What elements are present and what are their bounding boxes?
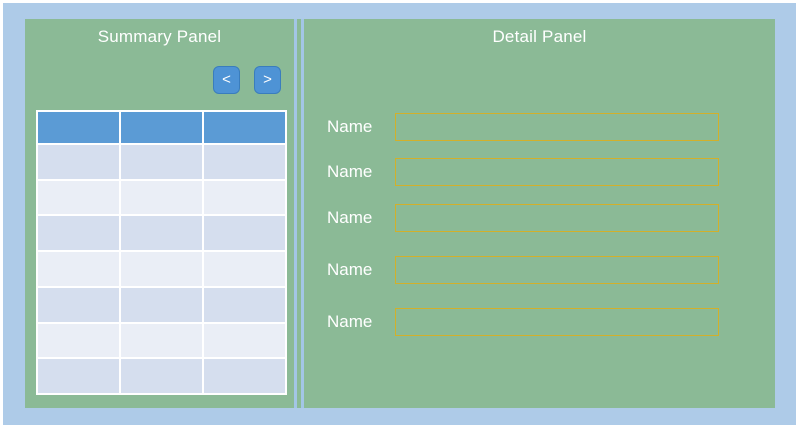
next-page-button[interactable]: > (254, 66, 281, 94)
panel-splitter[interactable] (294, 19, 304, 408)
summary-table-cell[interactable] (121, 252, 202, 286)
detail-field-row: Name (327, 307, 719, 336)
summary-table-cell[interactable] (38, 287, 119, 322)
field-label: Name (327, 259, 373, 279)
prev-page-button[interactable]: < (213, 66, 240, 94)
summary-table (36, 110, 287, 395)
detail-field-row: Name (327, 203, 719, 232)
summary-table-header-cell (121, 112, 202, 143)
detail-field-row: Name (327, 255, 719, 284)
summary-table-cell[interactable] (38, 252, 119, 286)
name-input[interactable] (395, 307, 719, 336)
summary-table-cell[interactable] (204, 323, 285, 358)
summary-table-cell[interactable] (121, 180, 202, 215)
field-label: Name (327, 311, 373, 331)
summary-panel: Summary Panel < > (25, 19, 294, 408)
summary-table-cell[interactable] (38, 323, 119, 358)
field-label: Name (327, 207, 373, 227)
summary-table-cell[interactable] (204, 145, 285, 179)
summary-table-cell[interactable] (38, 145, 119, 179)
detail-panel-title: Detail Panel (492, 27, 587, 46)
summary-table-cell[interactable] (121, 323, 202, 358)
summary-table-cell[interactable] (121, 287, 202, 322)
summary-table-cell[interactable] (121, 145, 202, 179)
field-label: Name (327, 116, 373, 136)
summary-table-cell[interactable] (204, 180, 285, 215)
name-input[interactable] (395, 112, 719, 141)
summary-table-cell[interactable] (38, 216, 119, 251)
summary-table-cell[interactable] (121, 359, 202, 393)
summary-table-cell[interactable] (204, 216, 285, 251)
summary-table-cell[interactable] (204, 359, 285, 393)
summary-table-cell[interactable] (38, 359, 119, 393)
summary-table-header-cell (38, 112, 119, 143)
name-input[interactable] (395, 157, 719, 186)
detail-field-row: Name (327, 112, 719, 141)
detail-field-row: Name (327, 157, 719, 186)
name-input[interactable] (395, 255, 719, 284)
summary-table-cell[interactable] (121, 216, 202, 251)
summary-table-cell[interactable] (204, 252, 285, 286)
summary-table-header-cell (204, 112, 285, 143)
summary-panel-title: Summary Panel (97, 27, 222, 46)
summary-table-cell[interactable] (38, 180, 119, 215)
name-input[interactable] (395, 203, 719, 232)
field-label: Name (327, 161, 373, 181)
pager-nav: < > (213, 66, 281, 94)
summary-table-cell[interactable] (204, 287, 285, 322)
